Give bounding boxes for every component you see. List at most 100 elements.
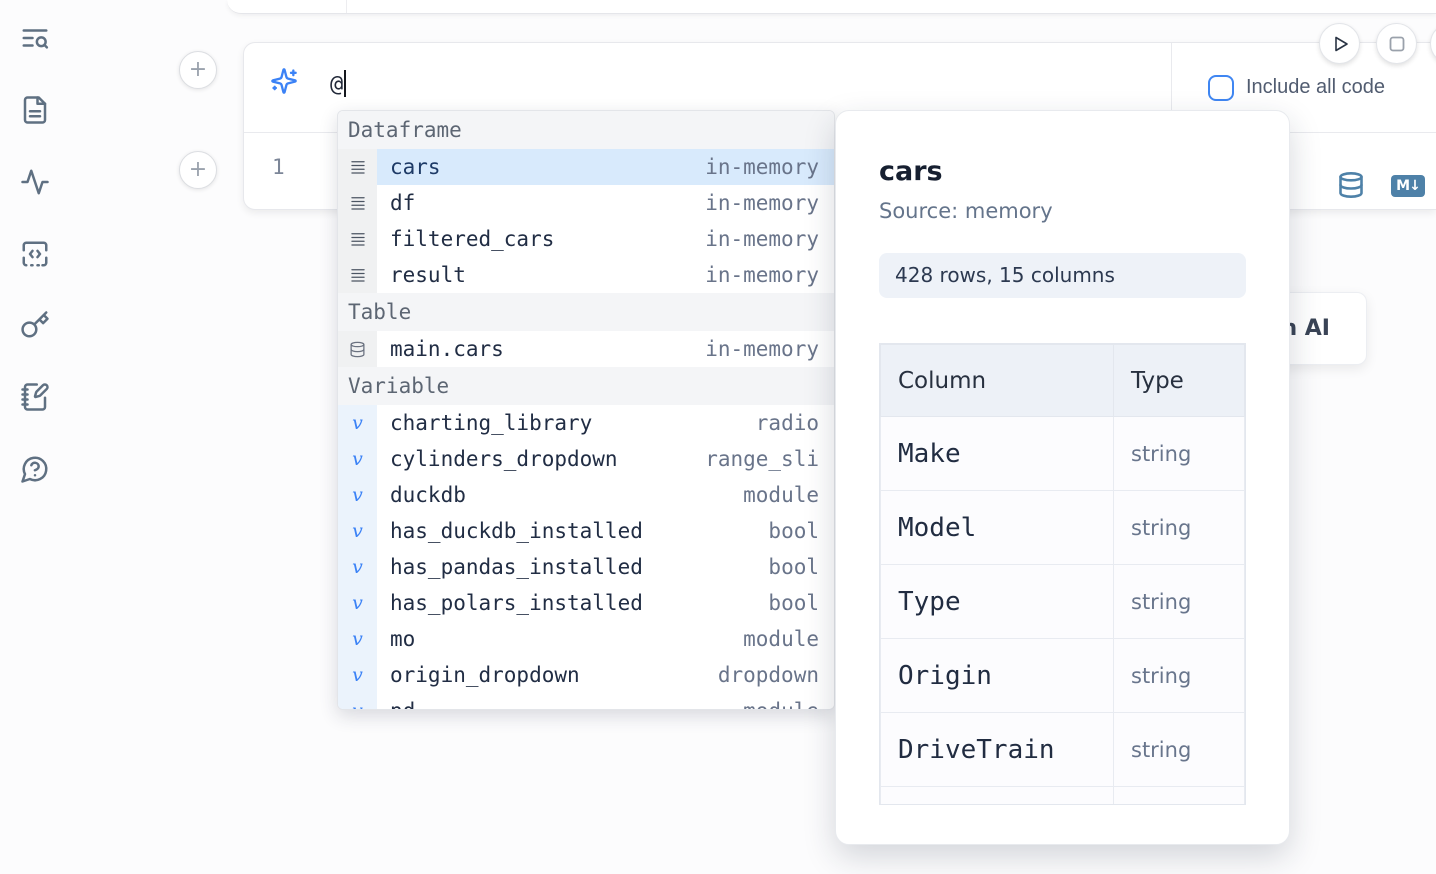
schema-column-type: string bbox=[1131, 515, 1192, 540]
shape-badge: 428 rows, 15 columns bbox=[879, 253, 1246, 298]
schema-row: Origin string bbox=[880, 638, 1245, 713]
completion-item-type: radio bbox=[755, 411, 819, 435]
completion-item-name: filtered_cars bbox=[390, 227, 555, 251]
schema-row: DriveTrain string bbox=[880, 712, 1245, 787]
preview-title: cars bbox=[879, 156, 943, 187]
variable-icon: v bbox=[338, 585, 377, 621]
menu-item[interactable]: v has_pandas_installed bool bbox=[338, 549, 834, 585]
preview-source: Source: memory bbox=[879, 199, 1053, 223]
completion-item-name: main.cars bbox=[390, 337, 504, 361]
menu-section-header: Dataframe bbox=[338, 111, 834, 149]
schema-row bbox=[880, 786, 1245, 804]
schema-column-name: DriveTrain bbox=[898, 734, 1055, 765]
previous-cell-fragment bbox=[227, 0, 1436, 14]
run-cell-button[interactable] bbox=[1319, 23, 1360, 64]
completion-item-name: mo bbox=[390, 627, 416, 651]
schema-column-name: Make bbox=[898, 438, 961, 469]
completion-item-name: charting_library bbox=[390, 411, 593, 435]
completion-item-type: module bbox=[743, 483, 819, 507]
stop-button[interactable] bbox=[1376, 23, 1417, 64]
completion-item-name: df bbox=[390, 191, 416, 215]
dataframe-icon bbox=[338, 257, 377, 293]
completion-item-type: module bbox=[743, 693, 819, 709]
prompt-divider bbox=[1171, 43, 1172, 132]
completion-item-name: cars bbox=[390, 155, 441, 179]
completion-item-type: bool bbox=[768, 555, 819, 579]
variable-icon: v bbox=[338, 549, 377, 585]
ai-prompt-input[interactable]: @ bbox=[330, 69, 347, 97]
scratchpad-icon[interactable] bbox=[20, 382, 52, 414]
completion-item-name: has_polars_installed bbox=[390, 591, 643, 615]
add-cell-button-bottom[interactable]: + bbox=[179, 151, 217, 189]
sidebar bbox=[0, 0, 70, 874]
schema-column-name: Origin bbox=[898, 660, 992, 691]
menu-item[interactable]: v charting_library radio bbox=[338, 405, 834, 441]
completion-item-name: has_pandas_installed bbox=[390, 555, 643, 579]
variable-icon: v bbox=[338, 405, 377, 441]
play-icon bbox=[1334, 36, 1348, 51]
schema-column-type: string bbox=[1131, 663, 1192, 688]
completion-item-type: bool bbox=[768, 519, 819, 543]
completion-item-type: module bbox=[743, 627, 819, 651]
schema-row: Type string bbox=[880, 564, 1245, 639]
variable-icon: v bbox=[338, 513, 377, 549]
completion-item-type: in-memory bbox=[705, 155, 819, 179]
snippets-icon[interactable] bbox=[20, 239, 52, 271]
variable-icon: v bbox=[338, 441, 377, 477]
completion-item-name: cylinders_dropdown bbox=[390, 447, 618, 471]
code-editor-row[interactable]: 1 M↓ bbox=[244, 133, 1436, 210]
document-icon[interactable] bbox=[20, 95, 52, 127]
menu-item[interactable]: main.cars in-memory bbox=[338, 331, 834, 367]
menu-item[interactable]: filtered_cars in-memory bbox=[338, 221, 834, 257]
variable-icon: v bbox=[338, 693, 377, 709]
completion-item-type: bool bbox=[768, 591, 819, 615]
menu-item[interactable]: cars in-memory bbox=[338, 149, 834, 185]
include-all-code-checkbox[interactable] bbox=[1208, 75, 1234, 101]
schema-column-type: string bbox=[1131, 589, 1192, 614]
table-icon bbox=[338, 331, 377, 367]
completion-item-type: in-memory bbox=[705, 263, 819, 287]
completion-item-type: in-memory bbox=[705, 227, 819, 251]
add-cell-button-top[interactable]: + bbox=[179, 51, 217, 89]
schema-column-name: Model bbox=[898, 512, 977, 543]
variable-icon: v bbox=[338, 621, 377, 657]
completion-item-type: in-memory bbox=[705, 337, 819, 361]
dataframe-icon bbox=[338, 221, 377, 257]
completion-item-type: dropdown bbox=[717, 663, 819, 687]
keys-icon[interactable] bbox=[20, 310, 52, 342]
include-all-code-label: Include all code bbox=[1246, 76, 1385, 98]
variable-icon: v bbox=[338, 657, 377, 693]
menu-item[interactable]: vpd module bbox=[338, 693, 834, 709]
schema-column-name: Type bbox=[898, 586, 961, 617]
dataframe-icon bbox=[338, 149, 377, 185]
completion-item-name: pd bbox=[390, 693, 415, 709]
schema-row: Model string bbox=[880, 490, 1245, 565]
menu-section-header: Table bbox=[338, 293, 834, 331]
convert-to-markdown-icon[interactable]: M↓ bbox=[1391, 175, 1425, 197]
sparkles-icon bbox=[270, 67, 298, 95]
toc-search-icon[interactable] bbox=[20, 23, 52, 55]
completion-item-name: duckdb bbox=[390, 483, 466, 507]
cell-gutter-divider bbox=[346, 0, 347, 13]
completion-item-type: in-memory bbox=[705, 191, 819, 215]
text-cursor bbox=[344, 69, 347, 97]
variable-icon: v bbox=[338, 477, 377, 513]
menu-item[interactable]: v has_polars_installed bool bbox=[338, 585, 834, 621]
schema-header-column: Column bbox=[880, 344, 1114, 417]
schema-column-type: string bbox=[1131, 737, 1192, 762]
menu-section-header: Variable bbox=[338, 367, 834, 405]
menu-item[interactable]: df in-memory bbox=[338, 185, 834, 221]
help-icon[interactable] bbox=[20, 454, 52, 486]
dataframe-preview-panel: cars Source: memory 428 rows, 15 columns… bbox=[835, 110, 1290, 845]
activity-icon[interactable] bbox=[20, 167, 52, 199]
convert-to-sql-icon[interactable] bbox=[1337, 171, 1365, 199]
